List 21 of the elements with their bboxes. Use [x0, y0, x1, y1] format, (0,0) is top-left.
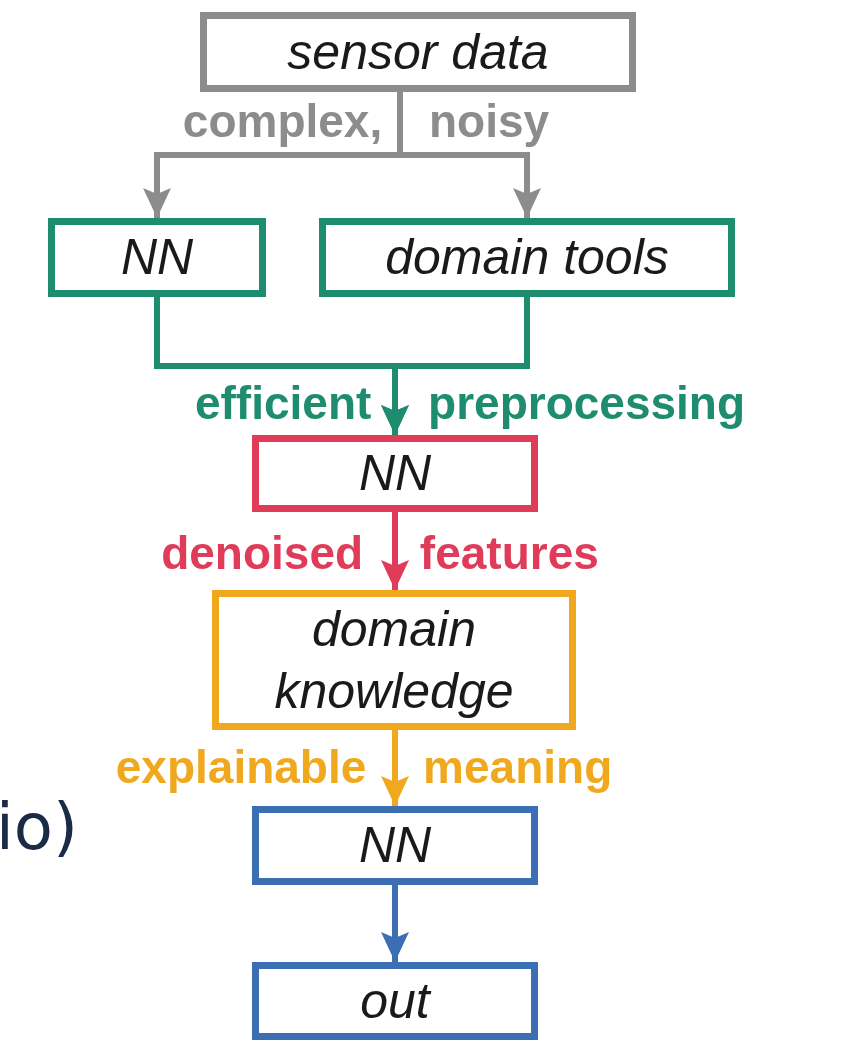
arrow: [381, 730, 409, 806]
arrow: [381, 512, 409, 590]
process-box: [319, 218, 735, 297]
process-box: [200, 12, 636, 92]
box-text: domain tools: [385, 228, 669, 288]
edge-label: denoised features: [161, 530, 599, 576]
box-text: NN: [358, 816, 432, 876]
box-text: NN: [120, 228, 194, 288]
process-box: [48, 218, 266, 297]
process-box: [212, 590, 576, 730]
box-text: out: [360, 971, 430, 1031]
box-text: NN: [358, 444, 432, 504]
process-box: [252, 962, 538, 1040]
box-text: sensor data: [287, 22, 549, 82]
cropped-text: io): [0, 790, 78, 864]
arrow: [397, 92, 541, 218]
process-box: [252, 806, 538, 885]
arrow: [381, 297, 530, 435]
box-text: domain knowledge: [273, 599, 515, 721]
process-box: [252, 435, 538, 512]
arrow: [381, 885, 409, 962]
